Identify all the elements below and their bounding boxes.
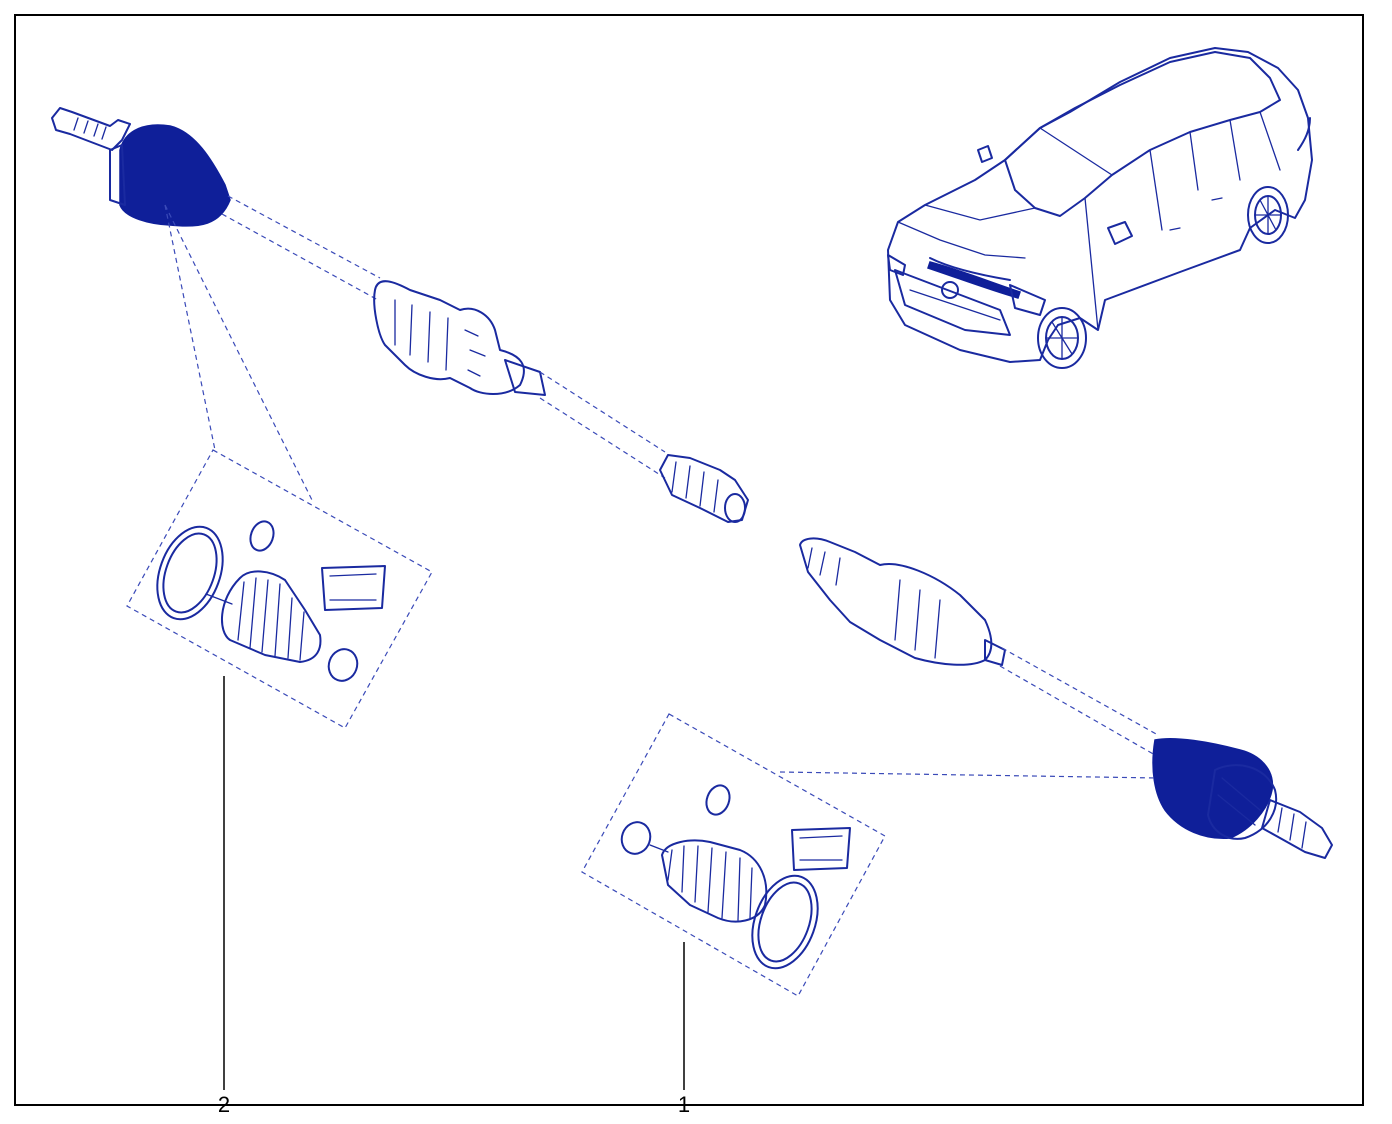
diagram-frame [14, 14, 1364, 1106]
cv-boot-kit-1 [581, 713, 1159, 997]
callout-label-1: 1 [677, 1092, 691, 1117]
driveshaft-icon [51, 107, 749, 523]
callout-label-2: 2 [217, 1092, 231, 1117]
car-icon [887, 47, 1313, 369]
cv-boot-kit-2 [126, 204, 433, 729]
driveshaft-right-icon [799, 537, 1333, 859]
